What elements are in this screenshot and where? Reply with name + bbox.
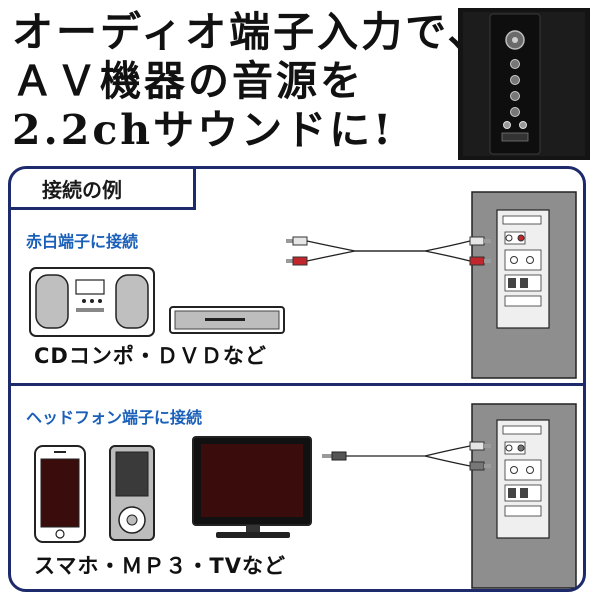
headline-line-1: オーディオ端子入力で、	[12, 8, 492, 56]
section2-label: ヘッドフォン端子に接続	[26, 408, 203, 427]
section-divider	[8, 383, 586, 386]
speaker-back-upper	[471, 191, 577, 379]
headline: オーディオ端子入力で、 ＡＶ機器の音源を 2.2chサウンドに!	[12, 8, 492, 155]
cd-boombox	[29, 267, 155, 337]
minijack-cable	[322, 441, 491, 471]
example-tab	[8, 166, 196, 210]
mp3-player	[109, 445, 155, 541]
connection-example-panel	[8, 166, 586, 592]
headline-line-3: 2.2chサウンドに!	[12, 106, 395, 154]
flat-tv	[192, 436, 312, 538]
section1-caption: CDコンポ・ＤＶＤなど	[34, 344, 267, 368]
section1-label: 赤白端子に接続	[26, 232, 139, 251]
speaker-back-photo	[458, 8, 590, 160]
speaker-back-lower	[471, 403, 577, 589]
dvd-player	[169, 306, 285, 334]
section2-caption: スマホ・ＭＰ３・TVなど	[34, 554, 286, 578]
headline-line-2: ＡＶ機器の音源を	[12, 57, 364, 105]
rca-cable	[286, 236, 491, 266]
example-tab-label: 接続の例	[42, 178, 122, 202]
smartphone	[34, 445, 86, 543]
